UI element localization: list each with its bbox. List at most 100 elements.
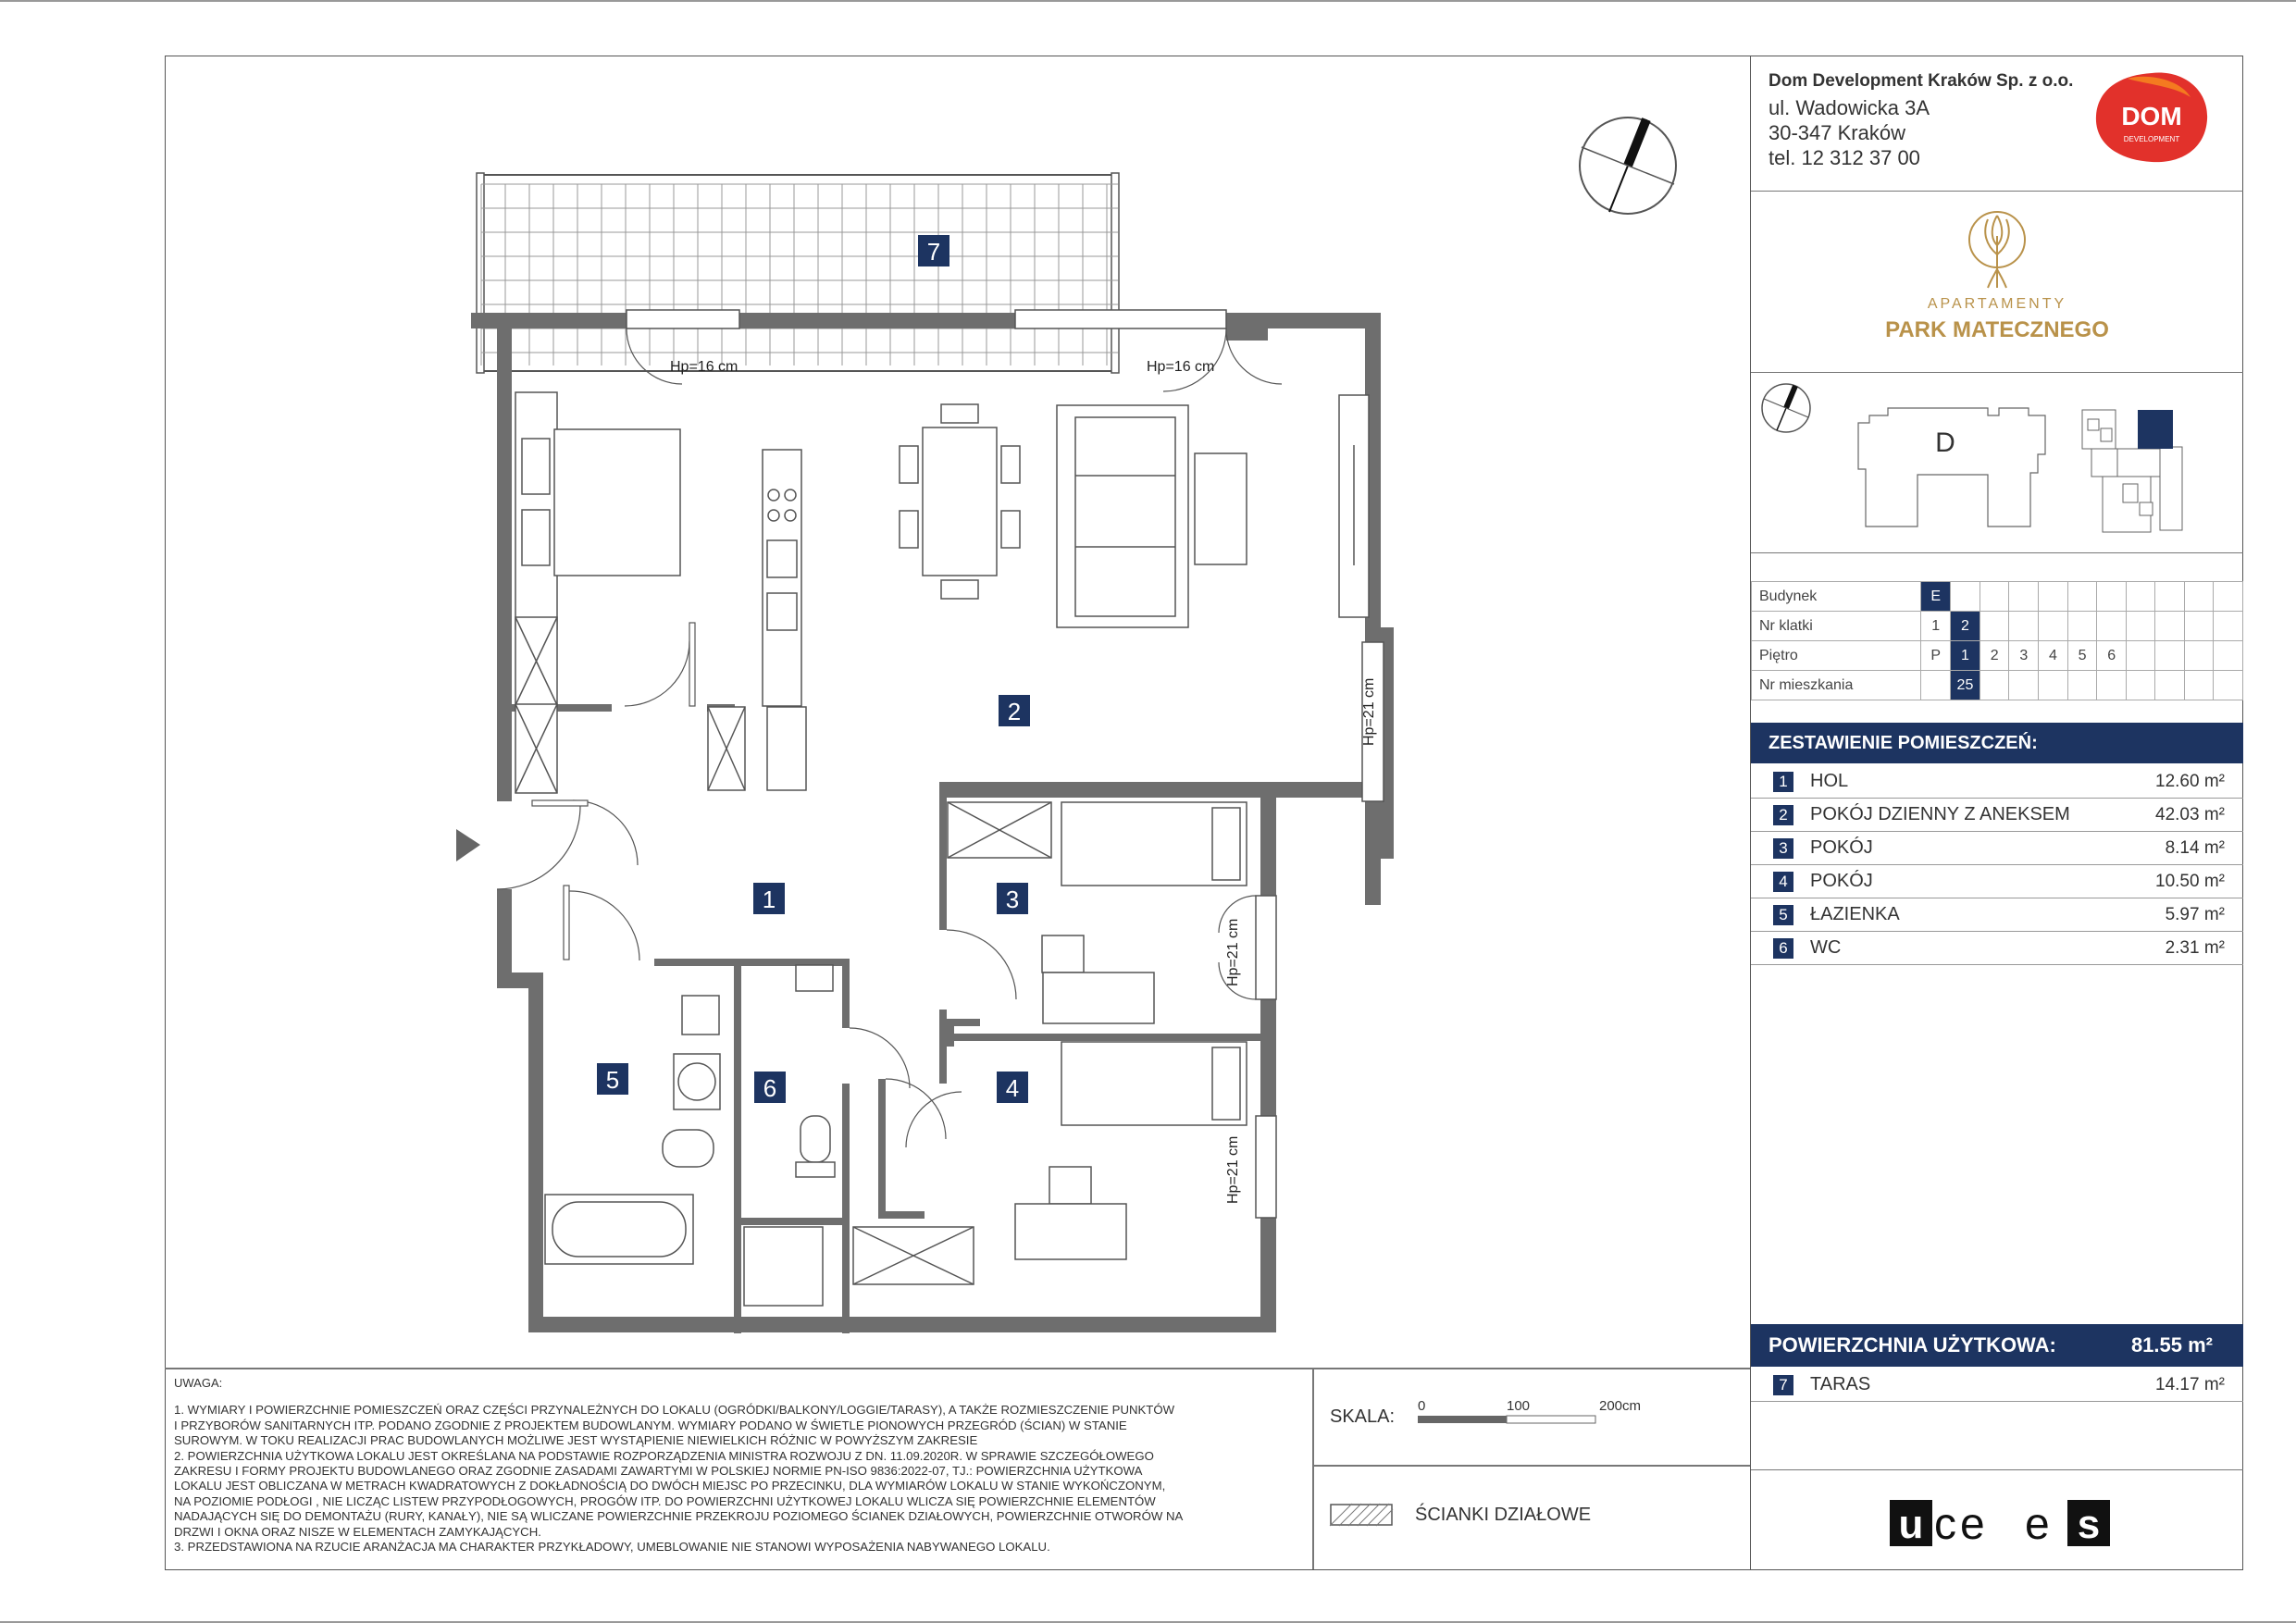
scale-separator: [1312, 1368, 1314, 1569]
rooms-list: 1 HOL 12.60 m² 2 POKÓJ DZIENNY Z ANEKSEM…: [1751, 765, 2243, 965]
pietro-option: 2: [1979, 640, 2010, 671]
room-row-number: 1: [1773, 772, 1793, 792]
room-row-number: 3: [1773, 838, 1793, 859]
room-row-name: POKÓJ: [1810, 837, 1873, 858]
key-building-letter: D: [1935, 427, 1955, 458]
note-line: 3. PRZEDSTAWIONA NA RZUCIE ARANŻACJA MA …: [174, 1540, 1050, 1555]
room-row-number: 5: [1773, 905, 1793, 925]
company-street: ul. Wadowicka 3A: [1769, 96, 1930, 119]
room4-furniture: [852, 1041, 1247, 1285]
living-furniture: [1056, 394, 1370, 628]
sidebar: Dom Development Kraków Sp. z o.o. ul. Wa…: [1750, 56, 2243, 1569]
terrace-row: 7 TARAS 14.17 m²: [1751, 1369, 2243, 1402]
svg-text:7: 7: [927, 238, 940, 266]
label-mieszkanie: Nr mieszkania: [1750, 670, 1922, 700]
room-row-number: 6: [1773, 938, 1793, 959]
dom-development-logo: DOM DEVELOPMENT: [2095, 72, 2208, 163]
company-city: 30-347 Kraków: [1769, 121, 1905, 144]
room-row-number: 2: [1773, 805, 1793, 825]
legend-partition-walls: ŚCIANKI DZIAŁOWE: [1329, 1503, 1591, 1530]
terrace-area: 14.17 m²: [2155, 1375, 2225, 1394]
key-plan: D: [1761, 383, 2183, 533]
note-line: 1. WYMIARY I POWIERZCHNIE POMIESZCZEŃ OR…: [174, 1403, 1175, 1418]
note-line: NA POZIOMIE PODŁOGI , NIE LICZĄC LISTEW …: [174, 1493, 1156, 1508]
label-klatka: Nr klatki: [1750, 611, 1922, 641]
unit-info-table: Budynek E Nr klatki 1 2 Piętro P 1 2 3 4…: [1750, 581, 2243, 700]
value-budynek: E: [1920, 581, 1952, 612]
legend-separator: [1312, 1465, 1750, 1467]
scale-tick-0: 0: [1418, 1398, 1425, 1414]
room-row: 4 POKÓJ 10.50 m²: [1751, 865, 2243, 898]
bottom-border-line: [0, 1621, 2296, 1623]
terrace-block: 7 TARAS 14.17 m²: [1751, 1369, 2243, 1402]
room-number-2: 2: [999, 695, 1030, 726]
svg-text:6: 6: [763, 1074, 776, 1102]
ucees-u: u: [1899, 1502, 1924, 1547]
doors: [496, 328, 1283, 1148]
company-phone: tel. 12 312 37 00: [1769, 146, 1920, 169]
pietro-option: 3: [2008, 640, 2040, 671]
notes-heading: UWAGA:: [174, 1376, 223, 1390]
floor-plan: Hp=16 cm Hp=16 cm Hp=21 cm Hp=21 cm Hp=2…: [456, 117, 1677, 1333]
hp-label: Hp=21 cm: [1225, 1136, 1241, 1204]
note-line: I PRZYBORÓW SANITARNYCH ITP. PODANO ZGOD…: [174, 1418, 1127, 1432]
compass-icon: [1579, 117, 1677, 215]
room-row-number: 4: [1773, 872, 1793, 892]
terrace-name: TARAS: [1810, 1374, 1871, 1394]
project-line1: APARTAMENTY: [1927, 296, 2067, 312]
room-row-name: ŁAZIENKA: [1810, 904, 1900, 924]
dining-furniture: [899, 403, 1021, 600]
value-mieszkanie: 25: [1950, 670, 1980, 700]
terrace-number: 7: [1773, 1375, 1793, 1395]
row-mieszkanie: Nr mieszkania 25: [1750, 670, 2243, 700]
pietro-option: P: [1920, 640, 1952, 671]
room-row-area: 10.50 m²: [2155, 872, 2225, 891]
windows: [626, 309, 1384, 1219]
pietro-option: 6: [2096, 640, 2127, 671]
project-block: APARTAMENTY PARK MATECZNEGO: [1751, 192, 2243, 373]
row-budynek: Budynek E: [1750, 581, 2243, 612]
klatka-option-selected: 2: [1950, 611, 1980, 641]
hp-label: Hp=16 cm: [1147, 359, 1214, 375]
svg-text:1: 1: [763, 886, 776, 913]
legend-text: ŚCIANKI DZIAŁOWE: [1415, 1505, 1592, 1525]
scale-tick-100: 100: [1507, 1398, 1530, 1414]
hatch-swatch-icon: [1329, 1503, 1394, 1527]
svg-text:3: 3: [1006, 886, 1019, 913]
key-compass-icon: [1761, 383, 1811, 433]
company-block: Dom Development Kraków Sp. z o.o. ul. Wa…: [1751, 56, 2243, 192]
ucees-ce: ce: [1934, 1500, 1989, 1549]
project-line2: PARK MATECZNEGO: [1885, 317, 2109, 342]
label-budynek: Budynek: [1750, 581, 1922, 612]
scale-label: SKALA:: [1330, 1406, 1396, 1427]
room-row-area: 42.03 m²: [2155, 805, 2225, 824]
room-row-area: 8.14 m²: [2165, 838, 2225, 858]
hp-label: Hp=21 cm: [1361, 678, 1377, 746]
logo-subtext: DEVELOPMENT: [2124, 135, 2180, 143]
ucees-e: e: [2025, 1500, 2050, 1549]
room-row: 1 HOL 12.60 m²: [1751, 765, 2243, 799]
selected-unit-marker: [2138, 410, 2173, 449]
scale-tick-200: 200cm: [1599, 1398, 1641, 1414]
note-line: LOKALU JEST OBLICZANA W METRACH KWADRATO…: [174, 1479, 1166, 1493]
ucees-s: s: [2078, 1502, 2100, 1547]
room3-furniture: [947, 801, 1247, 1024]
note-line: DRZWI I OKNA ORAZ NISZE W ELEMENTACH ZAM…: [174, 1524, 541, 1539]
room-row: 3 POKÓJ 8.14 m²: [1751, 832, 2243, 865]
room-row-name: POKÓJ: [1810, 871, 1873, 891]
room-number-5: 5: [597, 1063, 628, 1095]
note-line: 2. POWIERZCHNIA UŻYTKOWA LOKALU JEST OKR…: [174, 1448, 1154, 1463]
room-row: 6 WC 2.31 m²: [1751, 932, 2243, 965]
row-pietro: Piętro P 1 2 3 4 5 6: [1750, 640, 2243, 671]
bedroom-furniture: [515, 391, 681, 794]
sheet-frame: [165, 56, 2243, 1570]
tree-logo-icon: [1968, 211, 2026, 289]
svg-text:4: 4: [1006, 1074, 1019, 1102]
room-row-name: HOL: [1810, 771, 1849, 791]
notes-block: UWAGA: 1. WYMIARY I POWIERZCHNIE POMIESZ…: [174, 1376, 1294, 1555]
room-number-3: 3: [997, 883, 1028, 914]
hp-label: Hp=16 cm: [670, 359, 738, 375]
ucees-logo-block: u ce e s: [1751, 1469, 2243, 1570]
row-klatka: Nr klatki 1 2: [1750, 611, 2243, 641]
klatka-option: 1: [1920, 611, 1952, 641]
